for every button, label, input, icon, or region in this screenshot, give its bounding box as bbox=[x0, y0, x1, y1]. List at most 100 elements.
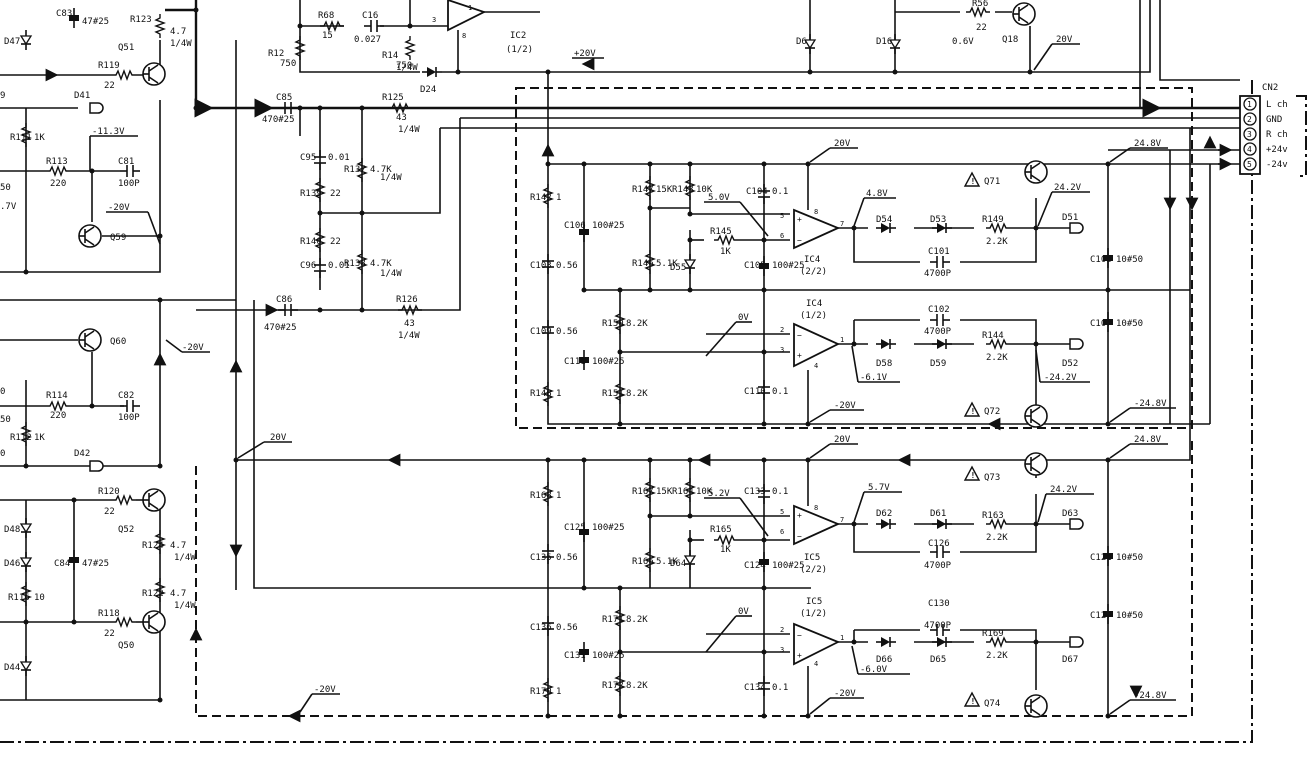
svg-text:1K: 1K bbox=[720, 247, 731, 257]
svg-text:8.2K: 8.2K bbox=[626, 319, 648, 329]
voltage-leader-lines bbox=[89, 43, 1176, 715]
svg-text:D24: D24 bbox=[420, 85, 436, 95]
svg-text:D44: D44 bbox=[4, 663, 20, 673]
svg-text:R165: R165 bbox=[710, 525, 732, 535]
label-q60: Q60 bbox=[110, 337, 126, 347]
svg-text:R138: R138 bbox=[344, 259, 366, 269]
label-q18: Q18 bbox=[1002, 35, 1018, 45]
svg-text:R148: R148 bbox=[530, 389, 552, 399]
svg-text:10K: 10K bbox=[696, 487, 713, 497]
svg-text:C130: C130 bbox=[928, 599, 950, 609]
svg-text:R164: R164 bbox=[672, 487, 694, 497]
flow-arrows bbox=[45, 57, 1233, 723]
svg-text:-24.8V: -24.8V bbox=[1134, 691, 1167, 701]
regulator-boundary-box bbox=[515, 87, 1193, 429]
svg-text:R113: R113 bbox=[46, 157, 68, 167]
svg-text:24.2V: 24.2V bbox=[1054, 183, 1082, 193]
svg-text:0: 0 bbox=[0, 449, 5, 459]
label-q71: Q71 bbox=[984, 177, 1000, 187]
svg-text:0V: 0V bbox=[738, 607, 749, 617]
svg-text:D62: D62 bbox=[876, 509, 892, 519]
ic4-upper-unit-label: (2/2) bbox=[800, 267, 827, 277]
svg-text:220: 220 bbox=[50, 179, 66, 189]
connector-pin: 2 GND bbox=[1243, 112, 1282, 126]
svg-text:-20V: -20V bbox=[108, 203, 130, 213]
svg-text:D65: D65 bbox=[930, 655, 946, 665]
svg-text:0.027: 0.027 bbox=[354, 35, 381, 45]
svg-text:8: 8 bbox=[814, 504, 818, 512]
svg-text:1/4W: 1/4W bbox=[398, 125, 420, 135]
svg-text:1: 1 bbox=[840, 634, 844, 642]
svg-text:-6.1V: -6.1V bbox=[860, 373, 888, 383]
svg-text:4700P: 4700P bbox=[924, 327, 952, 337]
svg-text:C126: C126 bbox=[928, 539, 950, 549]
transistor-q74 bbox=[1024, 694, 1048, 718]
svg-text:.7V: .7V bbox=[0, 202, 17, 212]
svg-text:R167: R167 bbox=[632, 487, 654, 497]
svg-text:1/4W: 1/4W bbox=[174, 553, 196, 563]
ic2-unit-label: (1/2) bbox=[506, 45, 533, 55]
svg-text:R163: R163 bbox=[982, 511, 1004, 521]
ic4-section-wires bbox=[547, 164, 1190, 425]
svg-text:8: 8 bbox=[814, 208, 818, 216]
svg-text:D53: D53 bbox=[930, 215, 946, 225]
svg-text:C82: C82 bbox=[118, 391, 134, 401]
svg-text:24.8V: 24.8V bbox=[1134, 435, 1162, 445]
lower-boundary-line bbox=[195, 440, 1193, 717]
svg-text:4: 4 bbox=[814, 362, 818, 370]
svg-text:R140: R140 bbox=[300, 237, 322, 247]
svg-text:-20V: -20V bbox=[834, 401, 856, 411]
svg-text:10#50: 10#50 bbox=[1116, 319, 1143, 329]
svg-text:0.56: 0.56 bbox=[556, 553, 578, 563]
diode-labels: D47 D41 D24 D6 D16 D42 D48 D46 D44 D54 D… bbox=[4, 37, 1078, 673]
svg-text:R172: R172 bbox=[602, 681, 624, 691]
svg-text:100#25: 100#25 bbox=[592, 523, 625, 533]
transistor-q50 bbox=[142, 610, 166, 634]
svg-text:100#25: 100#25 bbox=[592, 221, 625, 231]
svg-text:100#25: 100#25 bbox=[772, 561, 805, 571]
svg-text:D41: D41 bbox=[74, 91, 90, 101]
svg-text:0.1: 0.1 bbox=[772, 683, 788, 693]
svg-text:-20V: -20V bbox=[314, 685, 336, 695]
svg-text:4.7K: 4.7K bbox=[370, 165, 392, 175]
svg-text:1K: 1K bbox=[34, 433, 45, 443]
label-q73: Q73 bbox=[984, 473, 1000, 483]
svg-text:8.2K: 8.2K bbox=[626, 389, 648, 399]
svg-text:6: 6 bbox=[780, 528, 784, 536]
svg-text:R150: R150 bbox=[602, 319, 624, 329]
svg-text:24.8V: 24.8V bbox=[1134, 139, 1162, 149]
svg-text:10#50: 10#50 bbox=[1116, 255, 1143, 265]
svg-text:1: 1 bbox=[556, 389, 561, 399]
svg-text:4.8V: 4.8V bbox=[866, 189, 888, 199]
svg-text:750: 750 bbox=[396, 61, 412, 71]
svg-text:−: − bbox=[797, 236, 802, 245]
svg-text:5.0V: 5.0V bbox=[708, 193, 730, 203]
svg-text:R123: R123 bbox=[130, 15, 152, 25]
svg-text:10#50: 10#50 bbox=[1116, 553, 1143, 563]
svg-text:5.1K: 5.1K bbox=[656, 259, 678, 269]
svg-text:R119: R119 bbox=[98, 61, 120, 71]
svg-text:+: + bbox=[797, 651, 802, 660]
svg-text:R112: R112 bbox=[10, 433, 32, 443]
svg-text:6: 6 bbox=[780, 232, 784, 240]
svg-text:R142: R142 bbox=[530, 193, 552, 203]
svg-text:C84: C84 bbox=[54, 559, 70, 569]
svg-text:C96: C96 bbox=[300, 261, 316, 271]
svg-text:9: 9 bbox=[0, 91, 5, 101]
svg-text:C127: C127 bbox=[1090, 611, 1112, 621]
svg-text:47#25: 47#25 bbox=[82, 17, 109, 27]
svg-text:5: 5 bbox=[780, 508, 784, 516]
svg-text:1K: 1K bbox=[34, 133, 45, 143]
svg-text:C136: C136 bbox=[530, 623, 552, 633]
svg-text:20V: 20V bbox=[270, 433, 287, 443]
svg-text:10K: 10K bbox=[696, 185, 713, 195]
svg-text:R169: R169 bbox=[982, 629, 1004, 639]
transistor-labels: Q51 Q59 Q60 Q52 Q50 Q18 Q71 Q72 Q73 Q74 bbox=[110, 35, 1018, 709]
svg-text:R111: R111 bbox=[10, 133, 32, 143]
svg-text:1/4W: 1/4W bbox=[380, 173, 402, 183]
connector-cn2: CN2 1 L ch 2 GND 3 R ch 4 +24v 5 -24v bbox=[1239, 83, 1288, 175]
svg-text:-11.3V: -11.3V bbox=[92, 127, 125, 137]
svg-text:+: + bbox=[797, 215, 802, 224]
svg-text:D42: D42 bbox=[74, 449, 90, 459]
svg-text:-6.0V: -6.0V bbox=[860, 665, 888, 675]
